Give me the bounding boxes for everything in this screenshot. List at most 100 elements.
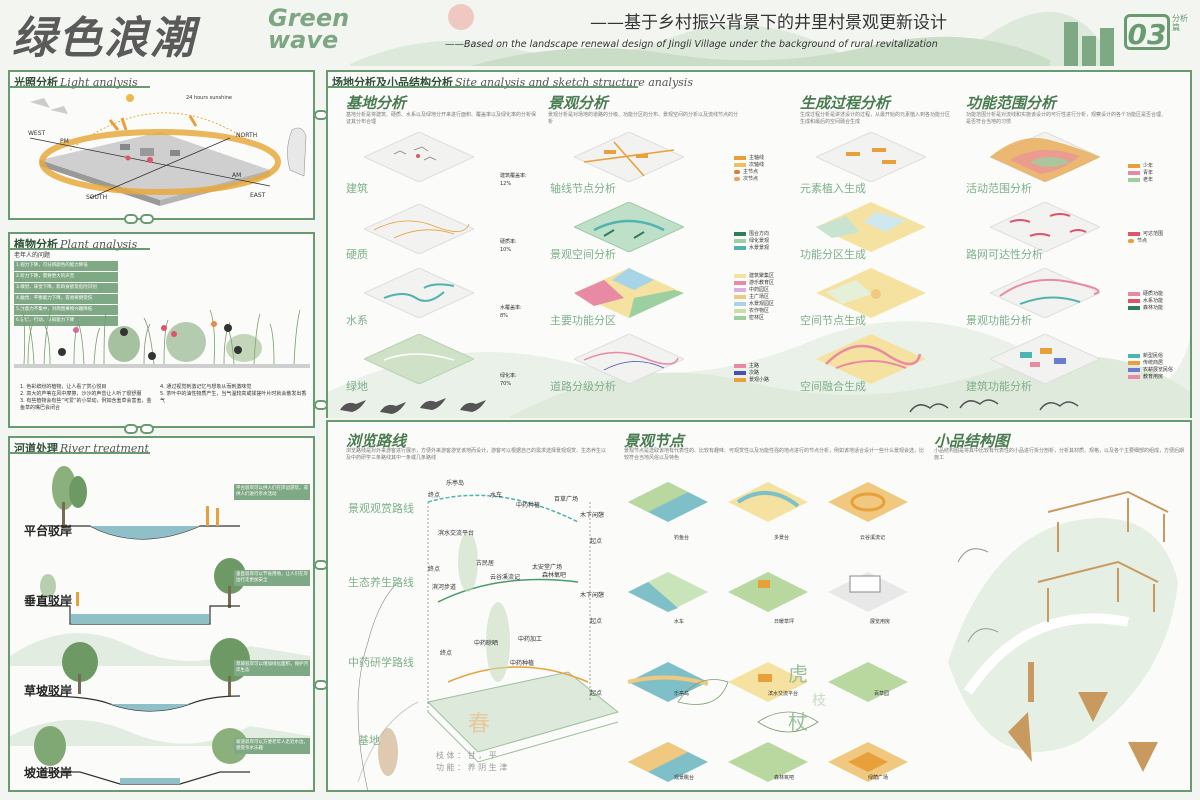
function-diagram-activity xyxy=(990,132,1100,182)
node-caption-2: 多景台 xyxy=(774,535,790,541)
route-node-14: 中药加工 xyxy=(518,636,543,643)
nodes-grid xyxy=(627,482,908,782)
title-cn: 绿色浪潮 xyxy=(12,13,196,64)
process-diagram-merge xyxy=(816,334,926,384)
landscape-diagram-space xyxy=(574,202,684,252)
legend-landfunc: 硬质功能 水系功能 森林功能 xyxy=(1128,290,1163,311)
sketch-title: 小品结构图 xyxy=(934,432,1010,450)
node-caption-12: 绿荫广场 xyxy=(868,775,889,781)
legend-axis: 主轴线 次轴线 主节点 次节点 xyxy=(734,154,764,182)
connector-plant-river-2 xyxy=(140,424,154,434)
landscape-label-function: 主要功能分区 xyxy=(550,314,616,327)
plant-illustration xyxy=(14,307,310,368)
route-node-2: 水车 xyxy=(490,492,503,499)
route-map xyxy=(357,494,620,792)
landscape-label-road: 道路分级分析 xyxy=(550,380,616,393)
legend-age: 少年 青年 老年 xyxy=(1128,162,1153,183)
route-label-base: 基地 xyxy=(358,734,380,747)
function-label-reach: 路网可达性分析 xyxy=(966,248,1043,261)
light-diagram xyxy=(29,94,307,206)
function-diagram-landscape xyxy=(990,268,1100,318)
col-desc-process: 生成过程分析是讲述设计的过程，从最开始的元素植入到各功能分区生成和最后的空间融合… xyxy=(800,112,951,125)
plant-issue-list: 1.视力下降，可分辨颜色的能力降低 2.听力下降，需要更大的声音 3.嗅觉、味觉… xyxy=(14,261,118,326)
poem-line-2: 功 能 ： 养 阴 生 津 xyxy=(436,763,508,772)
legend-build: 新型民俗 传统商居 农耕展览民俗 教育用房 xyxy=(1128,352,1173,380)
col-title-process: 生成过程分析 xyxy=(800,94,891,112)
plant-notes-right: 4. 通过视觉刺激记忆与想象从而刺激味觉 5. 茶叶中的油性物质产生，当气温较高… xyxy=(160,384,307,404)
node-caption-7: 乐亭岛 xyxy=(674,691,690,697)
route-node-15: 中药种植 xyxy=(510,660,535,667)
base-diagram-hard xyxy=(364,204,474,254)
connector-light-plant-2 xyxy=(140,214,154,224)
route-label-herb: 中药研学路线 xyxy=(348,656,414,669)
col-title-function: 功能范围分析 xyxy=(966,94,1057,112)
route-start-end-4: 起点 xyxy=(590,618,603,625)
function-label-landscape: 景观功能分析 xyxy=(966,314,1032,327)
process-label-node: 空间节点生成 xyxy=(800,314,866,327)
function-label-activity: 活动范围分析 xyxy=(966,182,1032,195)
function-diagram-reach xyxy=(990,202,1100,252)
base-diagram-building xyxy=(364,132,474,182)
process-label-element: 元素植入生成 xyxy=(800,182,866,195)
bank-label-vertical: 垂直驳岸 xyxy=(24,594,73,608)
sun-circle xyxy=(448,4,474,30)
plant-notes-left: 1. 色彩缤纷的植物，让人看了赏心悦目 2. 高大的芦苇在风中摩擦，沙沙的声音让… xyxy=(20,384,152,411)
route-label-ecology: 生态养生路线 xyxy=(348,576,414,589)
bank-label-ramp: 坡道驳岸 xyxy=(24,766,73,780)
poem-char-1: 春 xyxy=(468,712,491,737)
bottom-analysis-panel: 浏览路线 浏览路线是对外来游客进行展示，方便外来游客游览该地而设计，游客可以根据… xyxy=(326,420,1192,792)
route-node-12: 木下闲憩 xyxy=(580,592,605,599)
node-caption-10: 观景眺台 xyxy=(674,775,695,781)
node-caption-11: 森林氧吧 xyxy=(774,775,795,781)
legend-reach: 可达范围 节点 xyxy=(1128,230,1163,244)
base-diagram-water xyxy=(364,268,474,318)
route-node-7: 太安堂广场 xyxy=(532,564,563,571)
route-start-end-3: 终点 xyxy=(428,566,441,573)
pm-label: PM xyxy=(60,138,69,145)
function-label-building: 建筑功能分析 xyxy=(966,380,1032,393)
process-label-zone: 功能分区生成 xyxy=(800,248,866,261)
sketch-diagram xyxy=(948,490,1178,772)
process-diagram-zone xyxy=(816,202,926,252)
birds-decoration xyxy=(340,398,486,414)
process-diagram-element xyxy=(816,132,926,182)
route-node-1: 乐亭岛 xyxy=(446,480,465,487)
poem-char-2: 枝 xyxy=(812,693,826,709)
node-caption-1: 钓鱼台 xyxy=(674,535,690,541)
route-node-5: 滨水交流平台 xyxy=(438,530,475,537)
base-stat-hard: 硬质率: 10% xyxy=(500,239,517,253)
legend-road: 主路 次路 景观小路 xyxy=(734,362,769,383)
route-start-end-5: 终点 xyxy=(440,650,453,657)
subtitle-en: ——Based on the landscape renewal design … xyxy=(445,39,938,50)
header-bars xyxy=(1064,22,1118,66)
river-illustration xyxy=(10,466,310,785)
route-node-9: 森林氧吧 xyxy=(542,572,567,579)
plant-issue-title: 老年人的问题 xyxy=(14,252,51,259)
bank-desc-platform: 平台驳岸可以供人们在岸边游玩，或供人们进行亲水活动 xyxy=(234,484,310,500)
base-stat-building: 建筑覆盖率: 12% xyxy=(500,173,527,187)
bank-desc-grass: 草坡驳岸可以增加绿化面积，保护河岸生态 xyxy=(234,660,310,676)
route-node-8: 云谷溪流记 xyxy=(490,574,521,581)
page-tag: 分析篇 xyxy=(1172,14,1188,32)
bank-label-platform: 平台驳岸 xyxy=(24,524,73,538)
page-number: 03 xyxy=(1124,14,1170,51)
south-label: SOUTH xyxy=(86,194,108,201)
function-diagram-building xyxy=(990,334,1100,384)
process-diagram-node xyxy=(816,268,926,318)
node-caption-5: 日暖草坪 xyxy=(774,619,795,625)
route-desc: 浏览路线是对外来游客进行展示，方便外来游客游览该地而设计，游客可以根据自己的需求… xyxy=(346,448,607,461)
landscape-label-axis: 轴线节点分析 xyxy=(550,182,616,195)
node-caption-9: 百草园 xyxy=(874,691,890,697)
route-node-3: 中药种植 xyxy=(516,502,541,509)
base-label-building: 建筑 xyxy=(346,182,368,195)
node-caption-6: 展览用房 xyxy=(870,619,891,625)
bank-label-grass: 草坡驳岸 xyxy=(24,684,73,698)
west-label: WEST xyxy=(28,130,46,137)
